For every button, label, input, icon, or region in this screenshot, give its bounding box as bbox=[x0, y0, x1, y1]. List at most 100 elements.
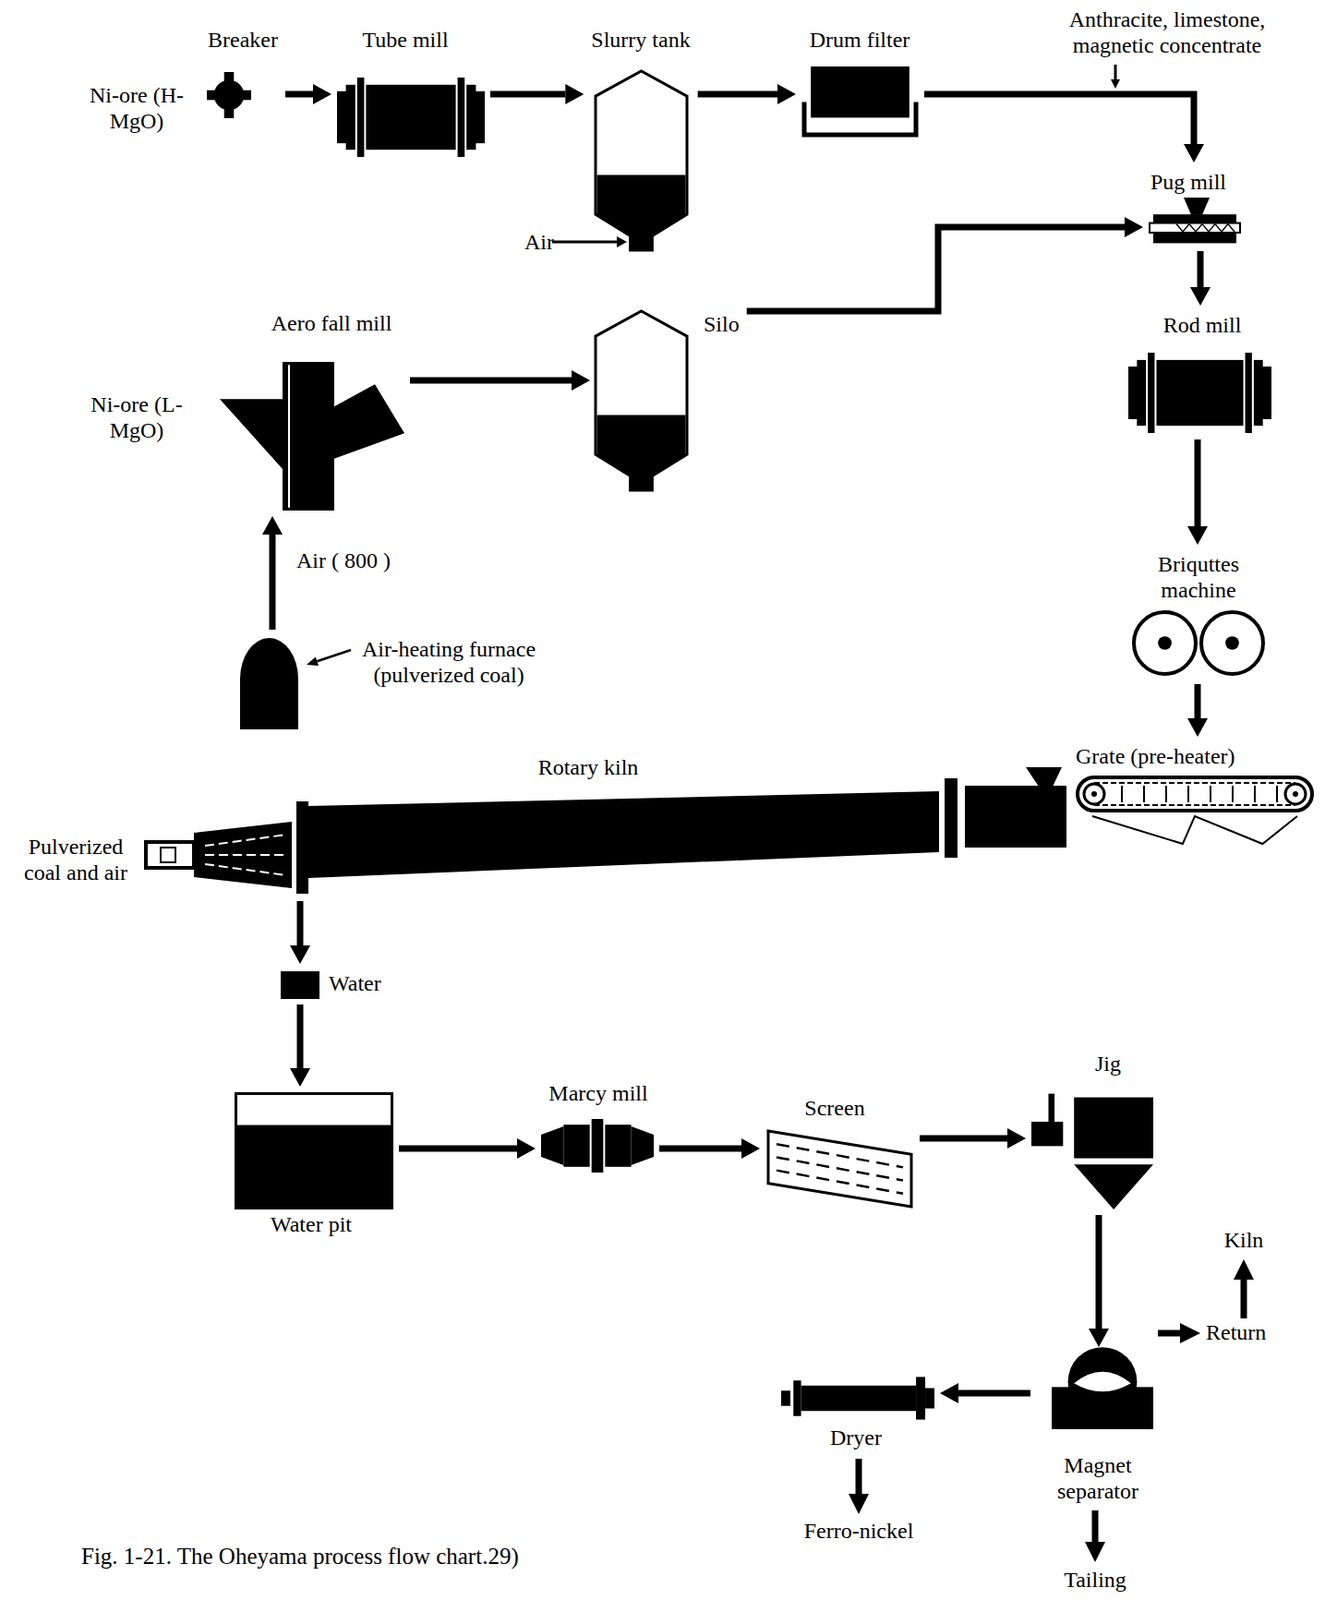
mill-icon bbox=[1128, 351, 1272, 434]
icon-part bbox=[595, 311, 687, 491]
icon-part bbox=[768, 1131, 912, 1207]
figure-caption: Fig. 1-21. The Oheyama process flow char… bbox=[81, 1543, 519, 1571]
icon-part bbox=[776, 1144, 904, 1168]
icon-part bbox=[1292, 791, 1299, 797]
icon-part bbox=[334, 384, 405, 459]
flow-line bbox=[1194, 439, 1202, 527]
icon-part bbox=[616, 236, 627, 248]
icon-part bbox=[214, 80, 245, 111]
breaker-icon bbox=[206, 72, 252, 119]
icon-part bbox=[1146, 351, 1156, 434]
flow-arrow bbox=[262, 516, 283, 630]
icon-part bbox=[801, 1385, 917, 1412]
pug-equipment: Pug mill bbox=[1148, 168, 1241, 246]
icon-part bbox=[1143, 785, 1145, 803]
flow-line bbox=[490, 91, 566, 98]
icon-part bbox=[236, 1094, 393, 1209]
mill-equipment: Rod mill bbox=[1128, 311, 1272, 434]
arrow-head bbox=[262, 516, 283, 535]
icon-part bbox=[1077, 777, 1313, 811]
stream-label: Air ( 800 ) bbox=[293, 548, 394, 575]
flow-arrow bbox=[924, 94, 1205, 163]
flow-arrow bbox=[698, 84, 796, 105]
arrow-head bbox=[1190, 287, 1211, 306]
icon-part bbox=[474, 91, 485, 144]
icon-part bbox=[308, 791, 940, 879]
icon-part bbox=[288, 364, 290, 508]
kiln-equipment: Rotary kiln bbox=[138, 753, 1072, 896]
icon-part bbox=[204, 864, 287, 876]
icon-part bbox=[1047, 1094, 1055, 1125]
flow-line bbox=[297, 1004, 304, 1069]
stream-label: Kiln bbox=[1224, 1228, 1265, 1254]
flow-line bbox=[698, 91, 778, 98]
drum-icon bbox=[801, 66, 919, 138]
icon-part bbox=[1285, 783, 1306, 805]
dryer-icon bbox=[781, 1373, 935, 1424]
flow-line bbox=[398, 1145, 518, 1153]
icon-part bbox=[1128, 366, 1139, 420]
icon-part bbox=[631, 1126, 654, 1166]
flow-line bbox=[1096, 1215, 1103, 1329]
equipment-label: Rod mill bbox=[1163, 313, 1242, 339]
kiln-return-arrow bbox=[1233, 1259, 1254, 1319]
icon-part bbox=[1180, 1323, 1201, 1344]
equipment-label: Aero fall mill bbox=[271, 311, 393, 338]
icon-part bbox=[1110, 79, 1121, 89]
icon-part bbox=[1068, 1347, 1138, 1417]
icon-part bbox=[1092, 1510, 1099, 1544]
flow-arrow bbox=[659, 1138, 760, 1159]
flow-arrow bbox=[289, 901, 311, 964]
kiln-icon bbox=[138, 766, 1072, 896]
arrow-head bbox=[1124, 216, 1144, 238]
icon-part bbox=[1240, 1277, 1248, 1319]
arrow-head bbox=[313, 84, 332, 105]
air-arrow bbox=[552, 236, 627, 248]
flow-line bbox=[285, 91, 314, 98]
flow-arrow bbox=[289, 1004, 311, 1087]
water-icon bbox=[280, 971, 320, 1000]
icon-part bbox=[1261, 366, 1272, 420]
aero-equipment: Aero fall mill bbox=[219, 309, 405, 511]
icon-part bbox=[219, 398, 283, 470]
stream-label: Ni-ore (H-MgO) bbox=[85, 83, 188, 134]
equipment-label: Silo bbox=[703, 312, 740, 338]
icon-part bbox=[595, 71, 687, 251]
icon-part bbox=[552, 240, 617, 244]
icon-part bbox=[1157, 636, 1172, 651]
stream-label: Anthracite, limestone, magnetic concentr… bbox=[1033, 7, 1301, 59]
equipment-label: Breaker bbox=[207, 27, 278, 54]
icon-part bbox=[810, 66, 910, 118]
briq-equipment: Briquttes machine bbox=[1127, 550, 1270, 679]
equipment-label: Marcy mill bbox=[548, 1081, 648, 1108]
mill-equipment: Tube mill bbox=[337, 25, 485, 158]
mill-icon bbox=[337, 76, 485, 158]
feed-arrow bbox=[1110, 64, 1121, 89]
pit-icon bbox=[234, 1092, 394, 1210]
furnace-equipment: Air-heating furnace (pulverized coal) bbox=[240, 635, 543, 730]
icon-part bbox=[1276, 785, 1278, 803]
icon-part bbox=[925, 1388, 935, 1410]
icon-part bbox=[1157, 1330, 1182, 1338]
icon-part bbox=[224, 72, 235, 83]
icon-part bbox=[316, 650, 351, 662]
icon-part bbox=[1120, 785, 1123, 803]
icon-part bbox=[1092, 816, 1298, 844]
marcy-icon bbox=[541, 1118, 654, 1174]
arrow-head bbox=[1088, 1328, 1109, 1348]
icon-part bbox=[224, 108, 235, 119]
icon-part bbox=[1073, 1372, 1132, 1393]
arrow-head bbox=[565, 84, 584, 105]
screen-equipment: Screen bbox=[765, 1094, 915, 1210]
jig-equipment: Jig bbox=[1031, 1049, 1154, 1210]
icon-part bbox=[240, 638, 299, 730]
flow-arrow bbox=[939, 1383, 1031, 1404]
icon-part bbox=[776, 1170, 904, 1194]
stream-label: Ferro-nickel bbox=[804, 1518, 915, 1545]
icon-part bbox=[597, 175, 687, 251]
equipment-label: Water pit bbox=[270, 1212, 352, 1239]
arrow-head bbox=[1187, 526, 1208, 545]
arrow-head bbox=[571, 370, 591, 391]
stream-label: Return bbox=[1205, 1320, 1266, 1347]
icon-part bbox=[1165, 785, 1168, 803]
